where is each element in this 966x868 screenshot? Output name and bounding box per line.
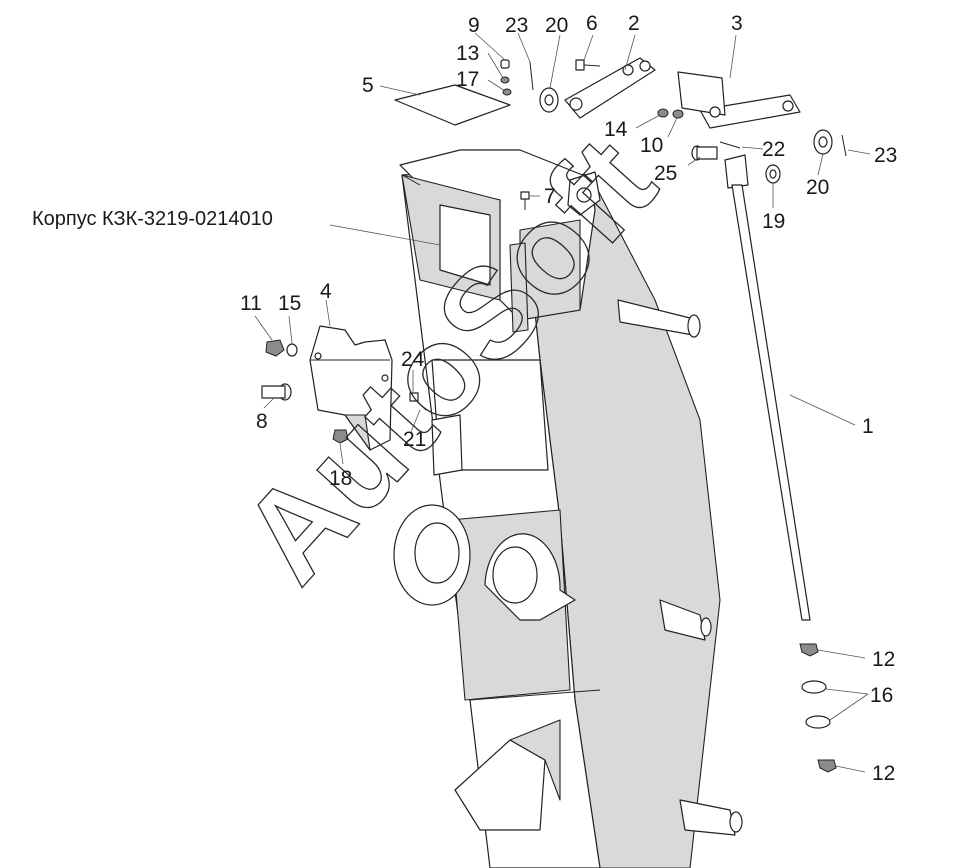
part-18-nut: [332, 429, 349, 444]
callout-24: 24: [401, 348, 425, 371]
callout-10: 10: [640, 134, 663, 157]
callout-8: 8: [256, 410, 268, 433]
leader-lines: [254, 32, 871, 773]
callout-18: 18: [329, 467, 352, 490]
part-23-cotter-pin-left: [529, 61, 534, 91]
callout-12-lower: 12: [872, 762, 895, 785]
callout-23-left: 23: [505, 14, 528, 37]
part-20-washer-left: [539, 87, 559, 113]
part-8-bolt: [261, 383, 292, 401]
callout-2: 2: [628, 12, 640, 35]
part-25-pin: [691, 145, 718, 161]
part-21-cotter-pin: [417, 401, 427, 411]
body-part-label: Корпус КЗК-3219-0214010: [32, 208, 273, 230]
callout-13: 13: [456, 42, 479, 65]
part-11-nut: [265, 339, 285, 357]
part-20-washer-right: [813, 129, 833, 155]
part-4-guard-cover: [309, 325, 393, 451]
callout-20-right: 20: [806, 176, 829, 199]
part-12-nut-lower: [817, 759, 837, 773]
part-2-link-plate: [564, 57, 656, 119]
center-disc-plate: [484, 533, 576, 621]
main-body-housing: [401, 169, 743, 868]
part-15-washer: [286, 343, 298, 357]
part-12-nut-upper: [799, 643, 819, 657]
callout-22: 22: [762, 138, 785, 161]
left-disc-plate: [393, 504, 471, 606]
callout-7: 7: [544, 185, 556, 208]
callout-14: 14: [604, 118, 628, 141]
callout-21: 21: [403, 428, 426, 451]
body-head-assembly: [399, 149, 601, 333]
callout-20-left: 20: [545, 14, 568, 37]
part-19-washer: [765, 164, 781, 184]
callout-25: 25: [654, 162, 677, 185]
callout-17: 17: [456, 68, 479, 91]
part-3-bracket: [677, 71, 801, 129]
callout-4: 4: [320, 280, 332, 303]
part-22-cotter-pin: [719, 141, 741, 149]
callout-labels: 1 2 3 4 5 6 7 8 9 10 11 12 12 13 14 15 1…: [32, 12, 897, 785]
part-14-washer: [657, 108, 669, 118]
callout-6: 6: [586, 12, 598, 35]
callout-11: 11: [240, 292, 262, 315]
part-5-cover-plate: [394, 84, 511, 126]
callout-15: 15: [278, 292, 301, 315]
callout-23-right: 23: [874, 144, 897, 167]
part-10-nut: [672, 109, 684, 119]
callout-16: 16: [870, 684, 893, 707]
callout-3: 3: [731, 12, 743, 35]
part-24-bolt: [409, 392, 419, 402]
callout-19: 19: [762, 210, 785, 233]
part-1-tie-rod: [724, 154, 811, 621]
part-6-bolt: [575, 59, 601, 71]
part-16-washer-lower: [805, 715, 831, 729]
callout-1: 1: [862, 415, 874, 438]
part-23-cotter-pin-right: [841, 134, 847, 157]
part-16-washer-upper: [801, 680, 827, 694]
part-7-bolt: [520, 191, 530, 210]
callout-5: 5: [362, 74, 374, 97]
callout-9: 9: [468, 14, 480, 37]
callout-12-upper: 12: [872, 648, 895, 671]
